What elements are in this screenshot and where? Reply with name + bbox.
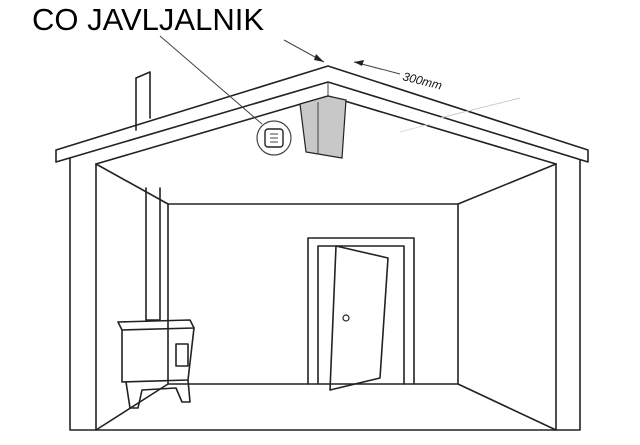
ceiling-shade-zone <box>299 95 347 159</box>
title-leader-line <box>159 35 263 125</box>
door <box>307 237 415 391</box>
co-detector-icon <box>256 120 292 156</box>
dimension-label: 300mm <box>401 69 443 92</box>
guide-lines <box>399 97 521 133</box>
floor <box>95 383 557 431</box>
stove <box>117 187 195 409</box>
door-knob <box>342 314 350 322</box>
room-back-wall <box>167 203 459 385</box>
outer-walls <box>69 157 581 431</box>
title-label: CO JAVLJALNIK <box>32 2 264 37</box>
dimension-marker: 300mm <box>283 39 443 93</box>
chimney-pipe-top <box>135 71 151 131</box>
roof <box>55 65 589 163</box>
